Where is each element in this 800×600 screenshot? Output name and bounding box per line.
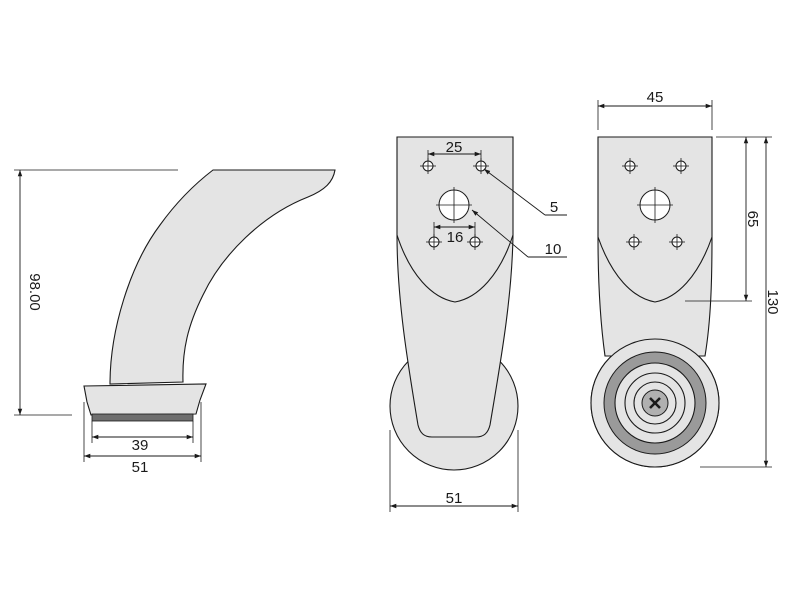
front-small-hole-top-right xyxy=(473,158,489,174)
front-bottom-spacing-label: 16 xyxy=(447,229,464,246)
screw-head-icon xyxy=(641,389,669,417)
front-leg-contour xyxy=(396,234,514,303)
side-leg-body xyxy=(109,169,336,385)
side-foot-cap xyxy=(83,383,207,416)
front-small-hole-top-left xyxy=(420,158,436,174)
side-view: 98.00 39 51 xyxy=(14,169,336,476)
back-large-hole xyxy=(637,187,673,223)
small-hole-dia-label: 5 xyxy=(550,199,558,216)
overall-height-label: 130 xyxy=(764,289,781,314)
front-view: 25 16 5 10 51 xyxy=(389,136,567,512)
back-small-hole-bottom-left xyxy=(626,234,642,250)
front-top-spacing-label: 25 xyxy=(446,139,463,156)
front-leg-body xyxy=(396,136,514,438)
front-width-label: 51 xyxy=(446,490,463,507)
side-rubber-pad xyxy=(91,413,194,422)
back-width-label: 45 xyxy=(647,89,664,106)
front-large-hole xyxy=(436,187,472,223)
large-hole-dia-label: 10 xyxy=(545,241,562,258)
pad-width-label: 39 xyxy=(132,437,149,454)
back-small-hole-bottom-right xyxy=(669,234,685,250)
back-leg-body xyxy=(597,136,713,357)
back-small-hole-top-left xyxy=(622,158,638,174)
side-height-label: 98.00 xyxy=(26,273,43,311)
back-hole-height-label: 65 xyxy=(744,211,761,228)
back-view: 45 65 130 xyxy=(590,89,781,468)
base-width-label: 51 xyxy=(132,459,149,476)
back-small-hole-top-right xyxy=(673,158,689,174)
back-leg-contour xyxy=(597,236,713,303)
